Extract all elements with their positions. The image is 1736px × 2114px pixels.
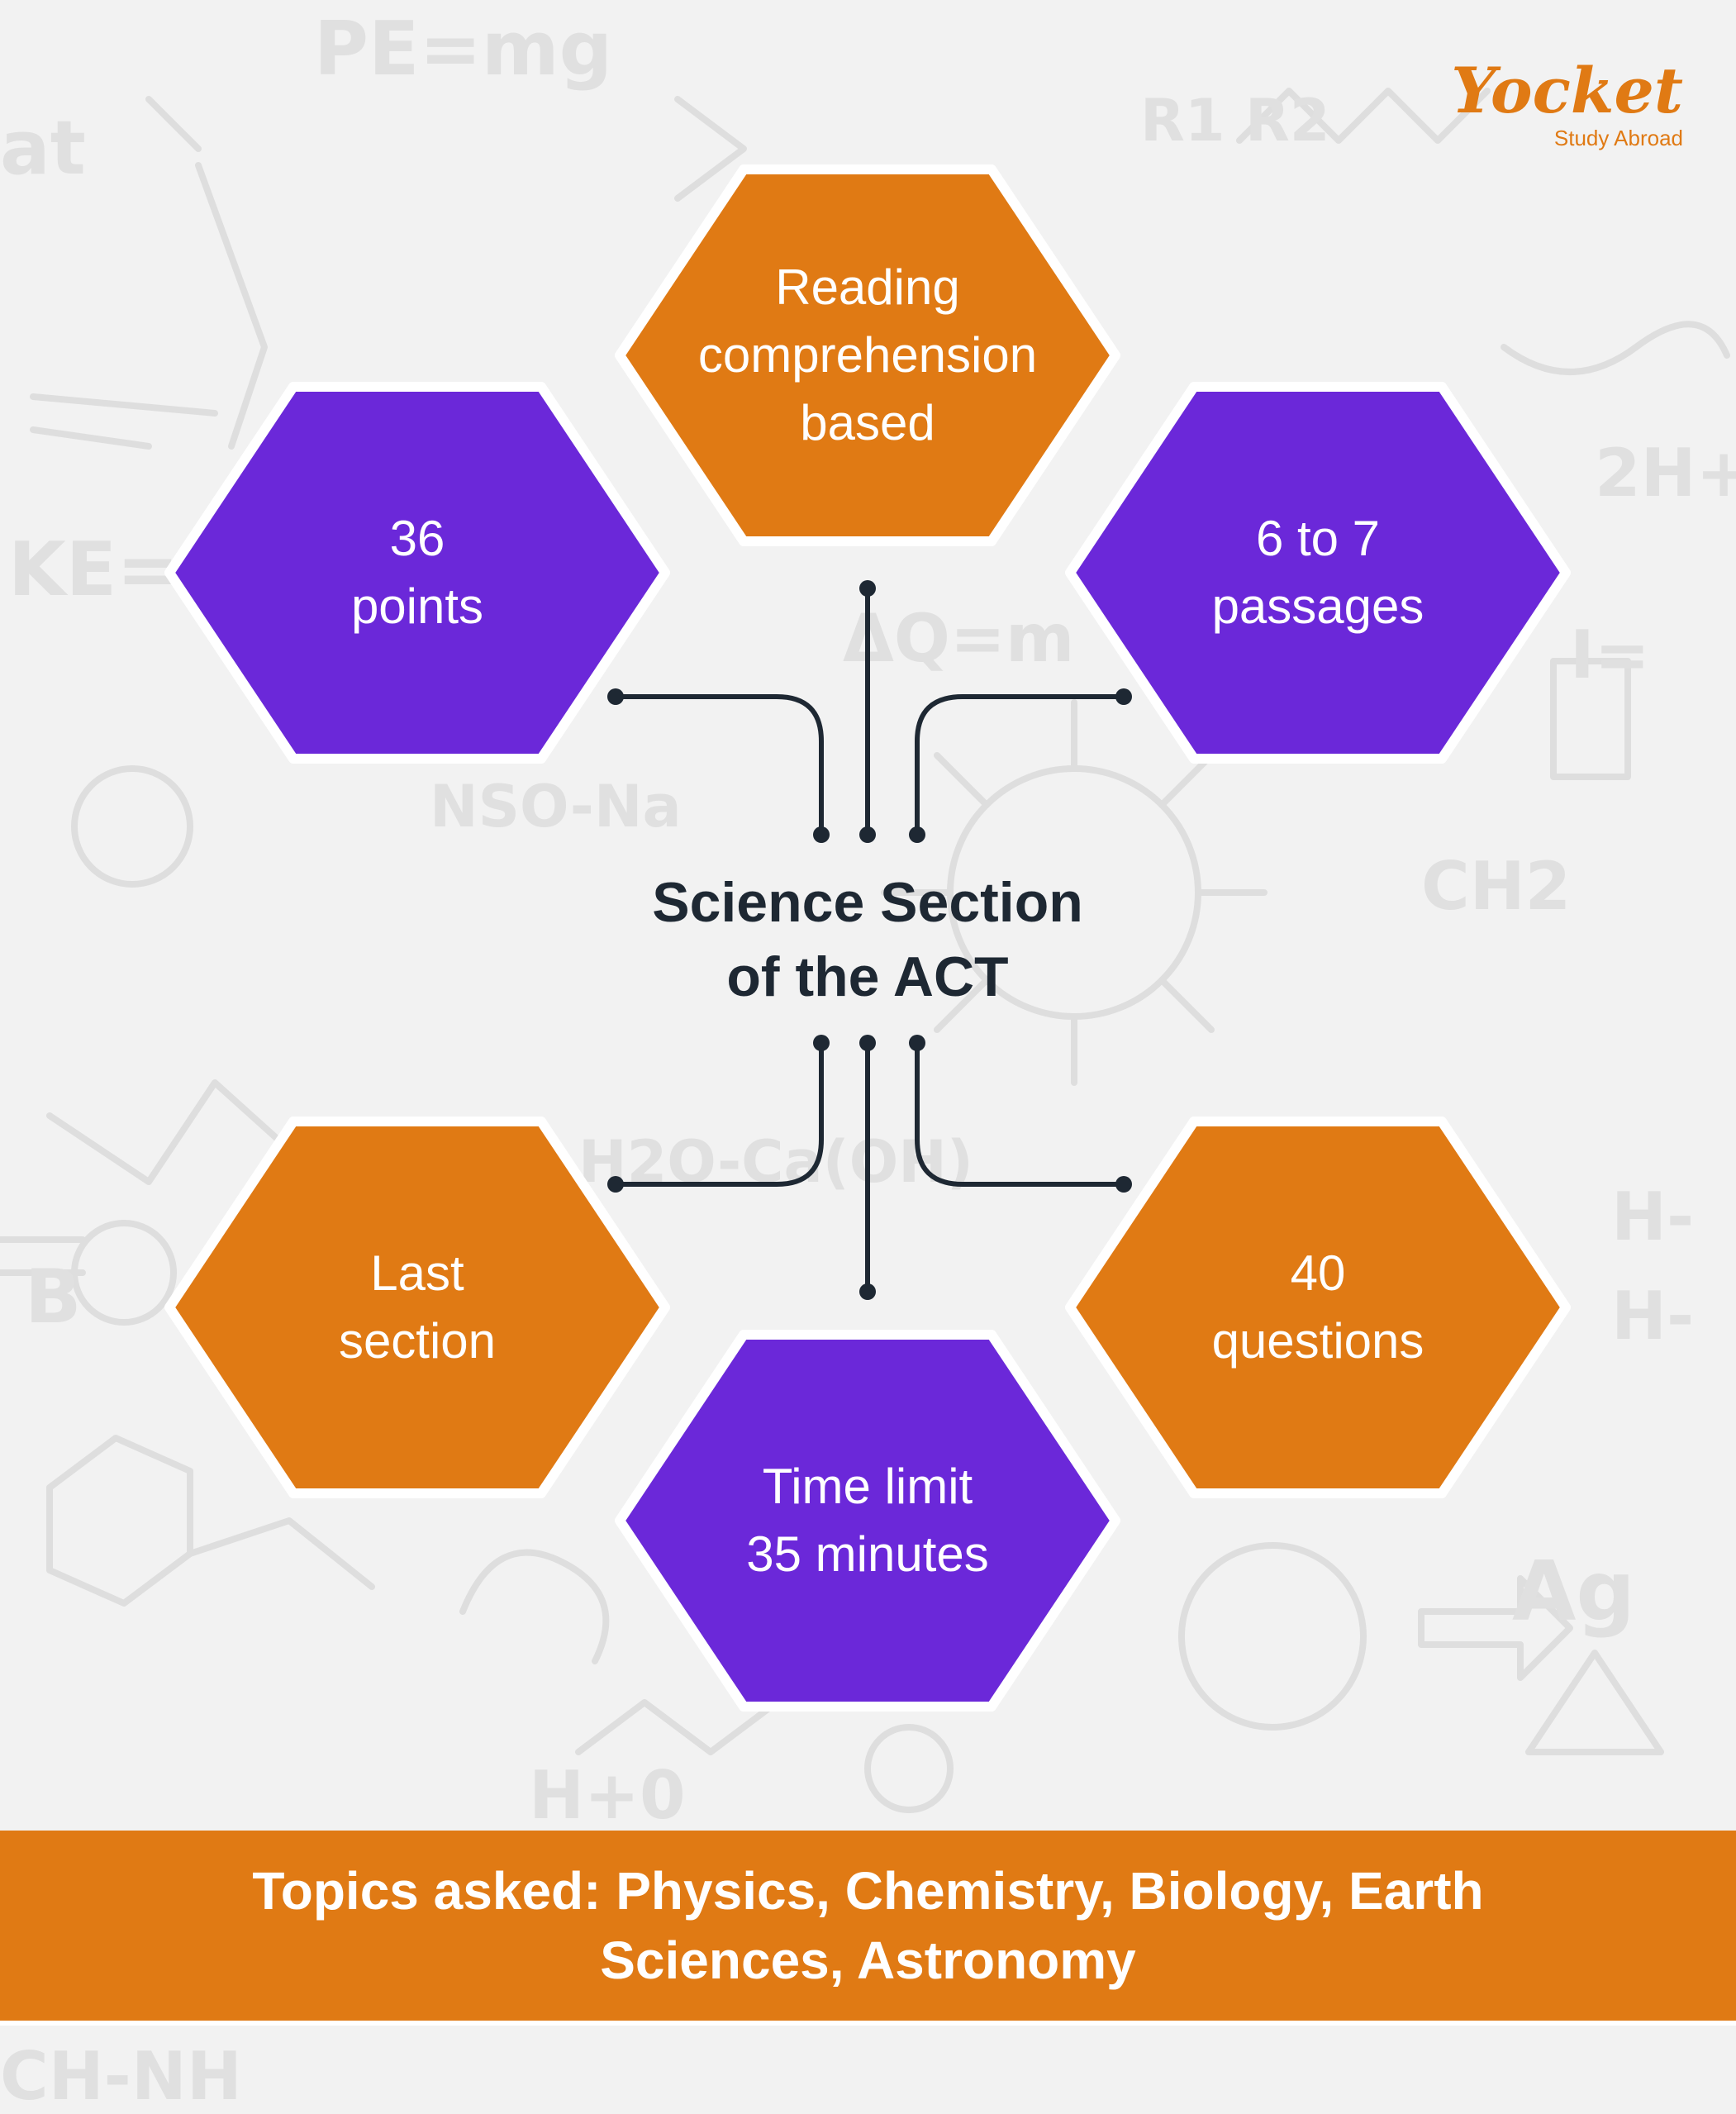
hexagon-label-upper-right-line1: 6 to 7 <box>1256 511 1380 566</box>
hexagon-shape-top <box>615 164 1120 546</box>
hexagon-shape-lower-right <box>1065 1117 1571 1498</box>
svg-text:R1 R2: R1 R2 <box>1140 87 1330 155</box>
hexagon-label-lower-left-line2: section <box>339 1313 496 1369</box>
svg-text:CH-NH: CH-NH <box>0 2038 242 2114</box>
science-doodle-background: PE=mg at KE= ΔQ=m 2H+0 CH2 H- H- Ag H+0 … <box>0 6 1736 2114</box>
hexagon-label-upper-right-line2: passages <box>1212 578 1424 634</box>
brand-name: Yocket <box>1451 54 1683 127</box>
svg-text:H-: H- <box>1611 1178 1694 1255</box>
svg-text:NSO-Na: NSO-Na <box>430 773 682 840</box>
connector-lower-left <box>613 1040 824 1187</box>
hexagon-label-lower-right-line1: 40 <box>1291 1245 1346 1301</box>
topics-text: Topics asked: Physics, Chemistry, Biolog… <box>252 1861 1484 1990</box>
connector-upper-right <box>915 694 1126 837</box>
connector-lines <box>607 580 1132 1300</box>
connector-upper-left <box>613 694 824 837</box>
hexagon-label-top-line2: comprehension <box>698 327 1037 383</box>
hexagon-label-upper-left-line1: 36 <box>390 511 445 566</box>
hexagon-shape-lower-left <box>164 1117 670 1498</box>
center-title-line1: Science Section <box>652 871 1083 934</box>
svg-text:PE=mg: PE=mg <box>314 6 612 93</box>
hexagon-shape-upper-left <box>164 382 670 764</box>
svg-text:CH2: CH2 <box>1421 848 1571 925</box>
svg-text:I=: I= <box>1570 617 1650 693</box>
hexagon-shape-upper-right <box>1065 382 1571 764</box>
hexagon-label-top-line1: Reading <box>775 259 960 315</box>
hexagon-label-lower-right-line2: questions <box>1212 1313 1424 1369</box>
hexagon-group: Reading comprehension based 36 points 6 to 7 p… <box>164 164 1571 1712</box>
hexagon-lower-right: 40 questions <box>1065 1117 1571 1498</box>
hexagon-bottom: Time limit 35 minutes <box>615 1330 1120 1712</box>
svg-text:ΔQ=m: ΔQ=m <box>843 600 1074 677</box>
hexagon-top: Reading comprehension based <box>615 164 1120 546</box>
hexagon-label-bottom-line1: Time limit <box>763 1459 973 1514</box>
svg-text:B: B <box>25 1254 82 1340</box>
hexagon-label-lower-left-line1: Last <box>370 1245 464 1301</box>
hexagon-label-bottom-line2: 35 minutes <box>746 1526 989 1582</box>
hexagon-upper-right: 6 to 7 passages <box>1065 382 1571 764</box>
svg-text:H-: H- <box>1611 1278 1694 1355</box>
topics-banner: Topics asked: Physics, Chemistry, Biolog… <box>0 1831 1736 2026</box>
svg-text:at: at <box>0 105 86 192</box>
hexagon-shape-bottom <box>615 1330 1120 1712</box>
svg-text:2H+0: 2H+0 <box>1595 435 1736 512</box>
brand-tagline: Study Abroad <box>1553 126 1683 150</box>
svg-text:KE=: KE= <box>8 526 179 613</box>
hexagon-lower-left: Last section <box>164 1117 670 1498</box>
connector-lower-right <box>915 1040 1126 1187</box>
brand-logo: Yocket Study Abroad <box>1451 60 1683 151</box>
center-title-line2: of the ACT <box>726 945 1008 1008</box>
hexagon-upper-left: 36 points <box>164 382 670 764</box>
svg-text:Ag: Ag <box>1512 1543 1635 1640</box>
hexagon-label-upper-left-line2: points <box>351 578 483 634</box>
hexagon-label-top-line3: based <box>800 395 935 450</box>
svg-text:H+0: H+0 <box>529 1757 686 1834</box>
